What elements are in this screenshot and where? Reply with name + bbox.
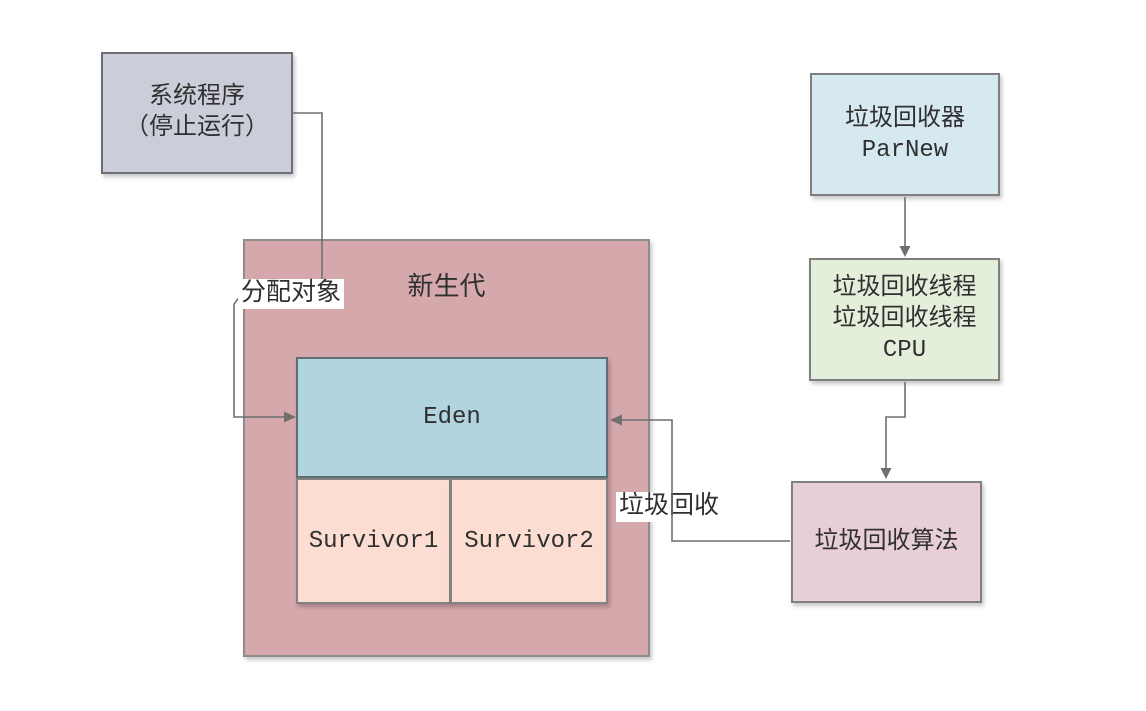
node-survivor1: Survivor1: [296, 478, 451, 604]
node-gc-collector-line2: ParNew: [861, 136, 949, 164]
connector-threads-to-algorithm: [885, 382, 906, 469]
node-survivor2-label: Survivor2: [464, 527, 594, 555]
node-system-program-line1: 系统程序: [149, 84, 245, 111]
arrowhead-into-threads-top: [899, 246, 911, 257]
node-gc-threads-cpu: 垃圾回收线程 垃圾回收线程 CPU: [809, 258, 1000, 381]
node-survivor2: Survivor2: [450, 478, 608, 604]
node-gc-algorithm: 垃圾回收算法: [791, 481, 982, 603]
node-gc-algorithm-label: 垃圾回收算法: [814, 528, 959, 556]
node-system-program-line2: （停止运行）: [125, 115, 269, 142]
node-eden: Eden: [296, 357, 608, 478]
edge-label-garbage-collect: 垃圾回收: [616, 492, 723, 522]
node-system-program: 系统程序 （停止运行）: [101, 52, 293, 174]
arrowhead-into-algorithm-top: [880, 468, 892, 479]
node-gc-threads-line2: 垃圾回收线程: [832, 306, 977, 333]
node-gc-threads-line1: 垃圾回收线程: [832, 275, 977, 302]
node-gc-collector-line1: 垃圾回收器: [845, 105, 965, 133]
node-gc-collector-parnew: 垃圾回收器 ParNew: [810, 73, 1000, 196]
node-gc-threads-line3: CPU: [882, 337, 927, 364]
young-generation-title: 新生代: [407, 273, 486, 303]
node-survivor1-label: Survivor1: [308, 527, 439, 555]
node-eden-label: Eden: [423, 404, 481, 431]
edge-label-allocate-object: 分配对象: [238, 279, 345, 309]
